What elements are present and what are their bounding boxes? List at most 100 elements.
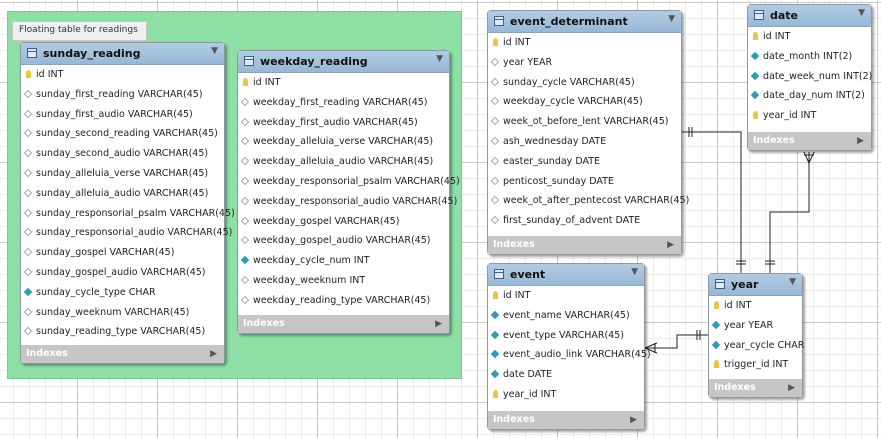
triangle-right-icon[interactable]: ▶: [857, 136, 864, 146]
table-weekday-reading[interactable]: weekday_reading ▼ id INT weekday_first_re…: [237, 50, 460, 334]
triangle-down-icon[interactable]: ▼: [858, 8, 865, 18]
column-row[interactable]: weekday_gospel VARCHAR(45): [238, 212, 449, 232]
column-text: weekday_alleluia_audio VARCHAR(45): [253, 156, 434, 168]
diamond-icon: [23, 247, 33, 257]
table-header[interactable]: sunday_reading ▼: [21, 43, 224, 65]
column-row[interactable]: year YEAR: [488, 53, 681, 73]
triangle-down-icon[interactable]: ▼: [631, 267, 638, 277]
column-row[interactable]: sunday_second_audio VARCHAR(45): [21, 144, 224, 164]
column-row[interactable]: weekday_weeknum INT: [238, 271, 449, 291]
column-text: weekday_first_audio VARCHAR(45): [253, 116, 418, 128]
column-row[interactable]: sunday_first_audio VARCHAR(45): [21, 105, 224, 125]
column-row[interactable]: id INT: [488, 286, 644, 306]
column-row[interactable]: sunday_responsorial_audio VARCHAR(45): [21, 223, 232, 243]
diamond-icon: [490, 136, 500, 146]
indexes-label: Indexes: [753, 135, 795, 146]
column-row[interactable]: sunday_cycle VARCHAR(45): [488, 73, 681, 93]
indexes-footer[interactable]: Indexes▶: [709, 379, 802, 397]
column-row[interactable]: weekday_responsorial_psalm VARCHAR(45): [238, 172, 460, 192]
column-row[interactable]: sunday_gospel_audio VARCHAR(45): [21, 263, 224, 283]
indexes-footer[interactable]: Indexes▶: [488, 236, 681, 254]
column-row[interactable]: week_ot_after_pentecost VARCHAR(45): [488, 191, 689, 211]
triangle-right-icon[interactable]: ▶: [210, 349, 217, 359]
column-row[interactable]: sunday_gospel VARCHAR(45): [21, 243, 224, 263]
column-row[interactable]: sunday_cycle_type CHAR: [21, 283, 224, 303]
table-header[interactable]: event ▼: [488, 264, 644, 286]
column-row[interactable]: weekday_first_audio VARCHAR(45): [238, 113, 449, 133]
triangle-right-icon[interactable]: ▶: [788, 383, 795, 393]
table-header[interactable]: date ▼: [748, 5, 871, 27]
column-row[interactable]: sunday_alleluia_verse VARCHAR(45): [21, 164, 224, 184]
indexes-footer[interactable]: Indexes▶: [488, 411, 644, 429]
column-row[interactable]: id INT: [238, 73, 449, 93]
column-row[interactable]: trigger_id INT: [709, 355, 802, 375]
column-row[interactable]: week_ot_before_lent VARCHAR(45): [488, 112, 681, 132]
column-row[interactable]: weekday_alleluia_audio VARCHAR(45): [238, 152, 449, 172]
column-row[interactable]: id INT: [709, 296, 802, 316]
diamond-icon: [240, 97, 250, 107]
indexes-footer[interactable]: Indexes▶: [238, 315, 449, 333]
table-header[interactable]: year ▼: [709, 274, 802, 296]
column-row[interactable]: sunday_first_reading VARCHAR(45): [21, 85, 224, 105]
column-row[interactable]: year YEAR: [709, 316, 802, 336]
triangle-down-icon[interactable]: ▼: [789, 277, 796, 287]
column-row[interactable]: id INT: [21, 65, 224, 85]
triangle-right-icon[interactable]: ▶: [667, 240, 674, 250]
column-row[interactable]: first_sunday_of_advent DATE: [488, 211, 681, 231]
column-row[interactable]: sunday_weeknum VARCHAR(45): [21, 303, 224, 323]
column-text: weekday_first_reading VARCHAR(45): [253, 96, 428, 108]
triangle-down-icon[interactable]: ▼: [668, 14, 675, 24]
triangle-right-icon[interactable]: ▶: [435, 319, 442, 329]
diamond-icon: [23, 188, 33, 198]
column-text: date DATE: [503, 369, 553, 381]
column-row[interactable]: year_id INT: [748, 106, 871, 126]
column-text: date_week_num INT(2): [763, 70, 873, 82]
column-text: sunday_cycle_type CHAR: [36, 286, 156, 298]
column-row[interactable]: date_week_num INT(2): [748, 67, 873, 87]
column-row[interactable]: year_id INT: [488, 385, 644, 405]
column-row[interactable]: year_cycle CHAR: [709, 336, 804, 356]
column-row[interactable]: date_day_num INT(2): [748, 86, 871, 106]
filled-diamond-icon: [490, 310, 500, 320]
column-row[interactable]: ash_wednesday DATE: [488, 132, 681, 152]
column-row[interactable]: weekday_first_reading VARCHAR(45): [238, 93, 449, 113]
column-row[interactable]: weekday_reading_type VARCHAR(45): [238, 291, 449, 311]
column-row[interactable]: event_audio_link VARCHAR(45): [488, 345, 651, 365]
column-row[interactable]: penticost_sunday DATE: [488, 172, 681, 192]
column-row[interactable]: event_name VARCHAR(45): [488, 306, 644, 326]
table-header[interactable]: event_determinant ▼: [488, 11, 681, 33]
indexes-footer[interactable]: Indexes▶: [21, 345, 224, 363]
triangle-down-icon[interactable]: ▼: [436, 54, 443, 64]
column-row[interactable]: weekday_cycle VARCHAR(45): [488, 92, 681, 112]
column-row[interactable]: weekday_gospel_audio VARCHAR(45): [238, 231, 449, 251]
column-row[interactable]: weekday_cycle_num INT: [238, 251, 449, 271]
table-event-determinant[interactable]: event_determinant ▼ id INT year YEAR sunda…: [487, 10, 689, 255]
column-row[interactable]: weekday_alleluia_verse VARCHAR(45): [238, 132, 449, 152]
triangle-right-icon[interactable]: ▶: [630, 415, 637, 425]
column-row[interactable]: id INT: [748, 27, 871, 47]
column-row[interactable]: date_month INT(2): [748, 47, 871, 67]
diamond-icon: [490, 77, 500, 86]
column-row[interactable]: sunday_second_reading VARCHAR(45): [21, 124, 224, 144]
column-row[interactable]: sunday_reading_type VARCHAR(45): [21, 322, 224, 342]
column-row[interactable]: sunday_responsorial_psalm VARCHAR(45): [21, 204, 235, 224]
column-row[interactable]: sunday_alleluia_audio VARCHAR(45): [21, 184, 224, 204]
triangle-down-icon[interactable]: ▼: [211, 46, 218, 56]
diamond-icon: [240, 216, 250, 225]
column-row[interactable]: date DATE: [488, 365, 644, 385]
indexes-footer[interactable]: Indexes ▶: [748, 132, 871, 150]
column-row[interactable]: weekday_responsorial_audio VARCHAR(45): [238, 192, 457, 212]
column-row[interactable]: easter_sunday DATE: [488, 152, 681, 172]
table-header[interactable]: weekday_reading ▼: [238, 51, 449, 73]
column-row[interactable]: event_type VARCHAR(45): [488, 326, 644, 346]
column-text: easter_sunday DATE: [503, 155, 601, 167]
diamond-icon: [490, 215, 500, 225]
column-row[interactable]: id INT: [488, 33, 681, 53]
column-text: year YEAR: [503, 56, 553, 68]
layer-label: Floating table for readings: [12, 21, 147, 41]
